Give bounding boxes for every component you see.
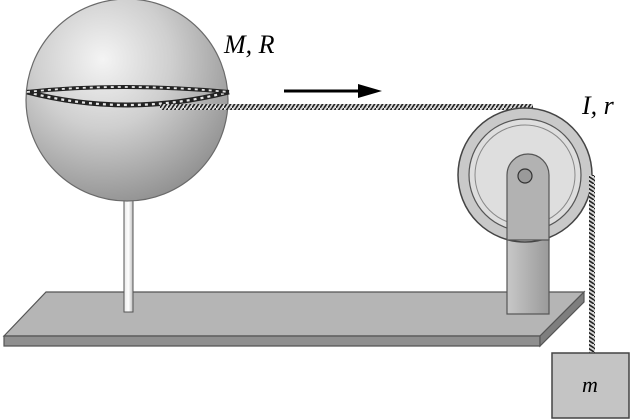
pulley-axle (517, 168, 533, 184)
base-board (2, 290, 586, 348)
stand-rod (123, 195, 134, 313)
pulley (457, 107, 593, 243)
base-front-edge (3, 335, 541, 347)
base-side-edge (539, 290, 585, 348)
block-body (551, 352, 630, 419)
hanging-block: m (551, 352, 630, 419)
sphere-wrapped-string (26, 89, 230, 108)
sphere (25, 0, 230, 202)
horizontal-string (160, 104, 533, 110)
sphere-body (25, 0, 229, 202)
vertical-string (589, 175, 595, 353)
sphere-stand (123, 195, 134, 313)
sphere-label: M, R (223, 30, 275, 59)
base-top (2, 291, 586, 337)
pulley-label: I, r (581, 91, 615, 120)
block-label: m (582, 372, 598, 397)
right-arrow-icon (284, 84, 382, 98)
